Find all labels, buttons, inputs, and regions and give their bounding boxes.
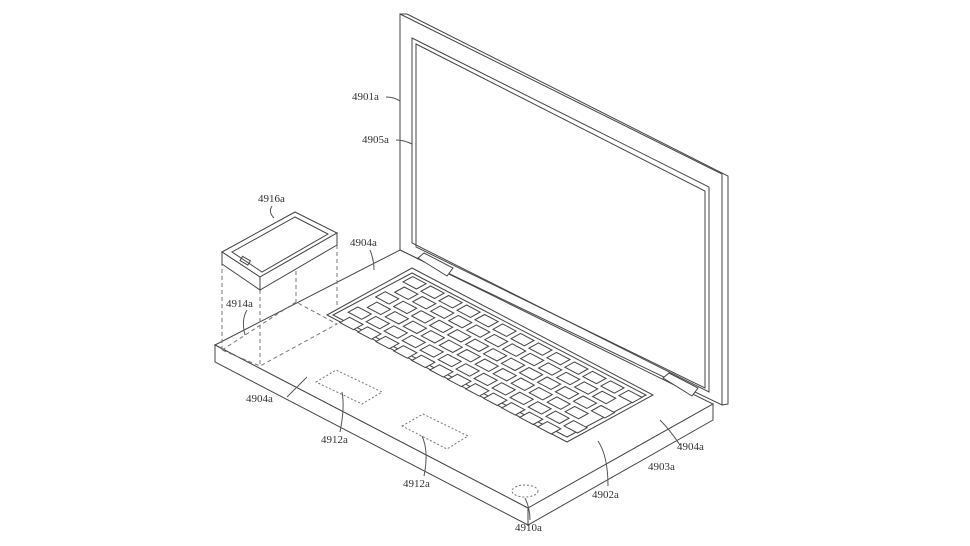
key xyxy=(374,291,400,305)
key xyxy=(563,361,590,375)
hinges xyxy=(417,252,699,397)
key xyxy=(410,310,436,324)
key xyxy=(491,323,518,337)
label-display: 4905a xyxy=(362,134,389,146)
key xyxy=(473,372,499,387)
key xyxy=(356,326,383,340)
key xyxy=(428,364,454,378)
key xyxy=(509,391,535,406)
key xyxy=(401,334,427,349)
key xyxy=(428,319,454,334)
key xyxy=(392,300,418,315)
key xyxy=(446,329,472,343)
portable-device xyxy=(221,211,339,291)
key xyxy=(374,335,400,350)
label-keyboard: 4902a xyxy=(592,489,619,501)
label-lid: 4901a xyxy=(352,91,379,103)
key xyxy=(581,370,608,385)
key xyxy=(384,311,410,325)
label-sensor: 4910a xyxy=(515,522,542,534)
key xyxy=(446,373,472,388)
sensor-region xyxy=(511,484,539,498)
projection xyxy=(221,222,339,367)
key xyxy=(536,376,562,390)
key xyxy=(465,324,491,338)
key xyxy=(383,325,409,339)
label-projection: 4914a xyxy=(226,298,253,310)
display-lid xyxy=(399,13,729,406)
label-surface-left: 4904a xyxy=(246,393,273,405)
key xyxy=(393,286,419,300)
key xyxy=(537,362,563,376)
key xyxy=(338,316,365,331)
key xyxy=(366,301,392,316)
key xyxy=(455,363,481,377)
key xyxy=(545,351,572,366)
key xyxy=(473,313,500,328)
key xyxy=(492,367,518,382)
key xyxy=(419,285,446,300)
key xyxy=(464,338,490,353)
key xyxy=(546,396,572,410)
key xyxy=(419,344,445,358)
key xyxy=(464,383,490,397)
key xyxy=(564,405,590,420)
key xyxy=(500,357,526,372)
key xyxy=(455,304,482,318)
key xyxy=(599,380,626,394)
key xyxy=(401,276,428,290)
key xyxy=(501,343,527,357)
key xyxy=(347,306,373,320)
key xyxy=(456,348,482,363)
key xyxy=(527,342,554,356)
label-surface-top: 4904a xyxy=(350,237,377,249)
label-surface-right: 4904a xyxy=(677,441,704,453)
label-device: 4916a xyxy=(258,193,285,205)
key xyxy=(544,410,571,425)
key xyxy=(527,401,553,415)
key xyxy=(482,348,508,362)
key xyxy=(518,411,544,426)
key xyxy=(562,420,589,434)
key xyxy=(438,339,464,354)
key xyxy=(437,294,464,309)
touch-regions xyxy=(314,369,539,498)
key xyxy=(483,333,509,348)
key xyxy=(437,353,463,368)
key xyxy=(617,389,644,404)
keyboard xyxy=(325,267,655,443)
leader-lines xyxy=(242,96,681,521)
label-region-2: 4912a xyxy=(403,478,430,490)
key xyxy=(510,377,536,391)
key xyxy=(554,385,580,400)
key xyxy=(509,332,536,347)
key xyxy=(447,314,473,329)
key xyxy=(591,390,617,405)
key xyxy=(555,371,581,386)
key xyxy=(392,345,418,359)
key xyxy=(474,358,500,372)
key xyxy=(528,386,554,401)
key xyxy=(519,352,545,367)
key xyxy=(590,404,616,419)
key xyxy=(536,421,562,435)
key xyxy=(491,382,517,396)
label-region-1: 4912a xyxy=(321,434,348,446)
display-screen xyxy=(411,37,710,393)
key xyxy=(500,402,526,416)
key xyxy=(420,330,446,344)
key xyxy=(365,315,391,330)
key xyxy=(429,305,455,319)
key xyxy=(518,366,544,381)
key xyxy=(411,295,437,310)
touch-region-2 xyxy=(400,413,470,450)
key xyxy=(402,320,428,335)
key xyxy=(572,395,598,409)
key xyxy=(482,392,508,407)
label-base: 4903a xyxy=(648,461,675,473)
key xyxy=(573,381,599,395)
key xyxy=(410,354,436,369)
